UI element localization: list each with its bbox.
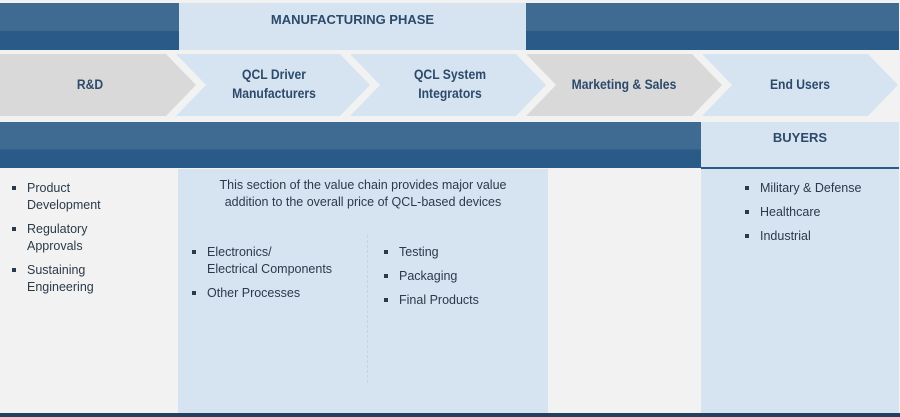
marketing-column: [548, 169, 701, 413]
chevron-qcl-driver: [176, 54, 370, 116]
buyer-item: Military & Defense: [743, 180, 899, 197]
manufacturing-item: Packaging: [382, 268, 479, 285]
value-chain-chevrons: [0, 54, 898, 116]
manufacturing-left-list: Electronics/Electrical Components Other …: [190, 244, 332, 309]
chevron-end-users: [702, 54, 898, 116]
buyers-column: Military & Defense Healthcare Industrial: [701, 169, 899, 413]
chevron-qcl-system: [350, 54, 546, 116]
buyer-item: Industrial: [743, 228, 899, 245]
buyer-item: Healthcare: [743, 204, 899, 221]
qcl-driver-line2: Manufacturers: [232, 86, 316, 101]
manufacturing-description: This section of the value chain provides…: [178, 177, 548, 211]
qcl-system-line1: QCL System: [413, 67, 487, 82]
manufacturing-phase-header: MANUFACTURING PHASE: [179, 3, 526, 50]
description-line1: This section of the value chain provides…: [219, 178, 507, 192]
marketing-label: Marketing & Sales: [571, 76, 677, 92]
qcl-system-line2: Integrators: [418, 86, 482, 101]
qcl-driver-line1: QCL Driver: [242, 67, 306, 82]
manufacturing-item: Final Products: [382, 292, 479, 309]
footer-bar: [0, 413, 900, 417]
chevron-label-marketing: Marketing & Sales: [545, 52, 703, 116]
manufacturing-item: Electronics/Electrical Components: [190, 244, 332, 278]
rnd-label: R&D: [76, 76, 104, 92]
chevron-label-end-users: End Users: [721, 52, 879, 116]
buyers-label: BUYERS: [772, 130, 828, 145]
end-users-label: End Users: [769, 76, 831, 92]
manufacturing-item: Testing: [382, 244, 479, 261]
top-band-right: [526, 3, 899, 50]
description-line2: addition to the overall price of QCL-bas…: [224, 195, 502, 209]
buyers-list: Military & Defense Healthcare Industrial: [743, 180, 899, 245]
chevron-rnd: [0, 54, 196, 116]
manufacturing-item: Other Processes: [190, 285, 332, 302]
manufacturing-phase-label: MANUFACTURING PHASE: [270, 12, 435, 27]
manufacturing-right-list: Testing Packaging Final Products: [382, 244, 479, 316]
chevron-label-rnd: R&D: [9, 52, 171, 116]
buyers-header: BUYERS: [701, 122, 899, 169]
column-divider: [367, 235, 368, 383]
top-band-left: [0, 3, 179, 50]
manufacturing-column: This section of the value chain provides…: [178, 169, 548, 413]
middle-band: [0, 122, 701, 168]
chevron-marketing: [526, 54, 722, 116]
